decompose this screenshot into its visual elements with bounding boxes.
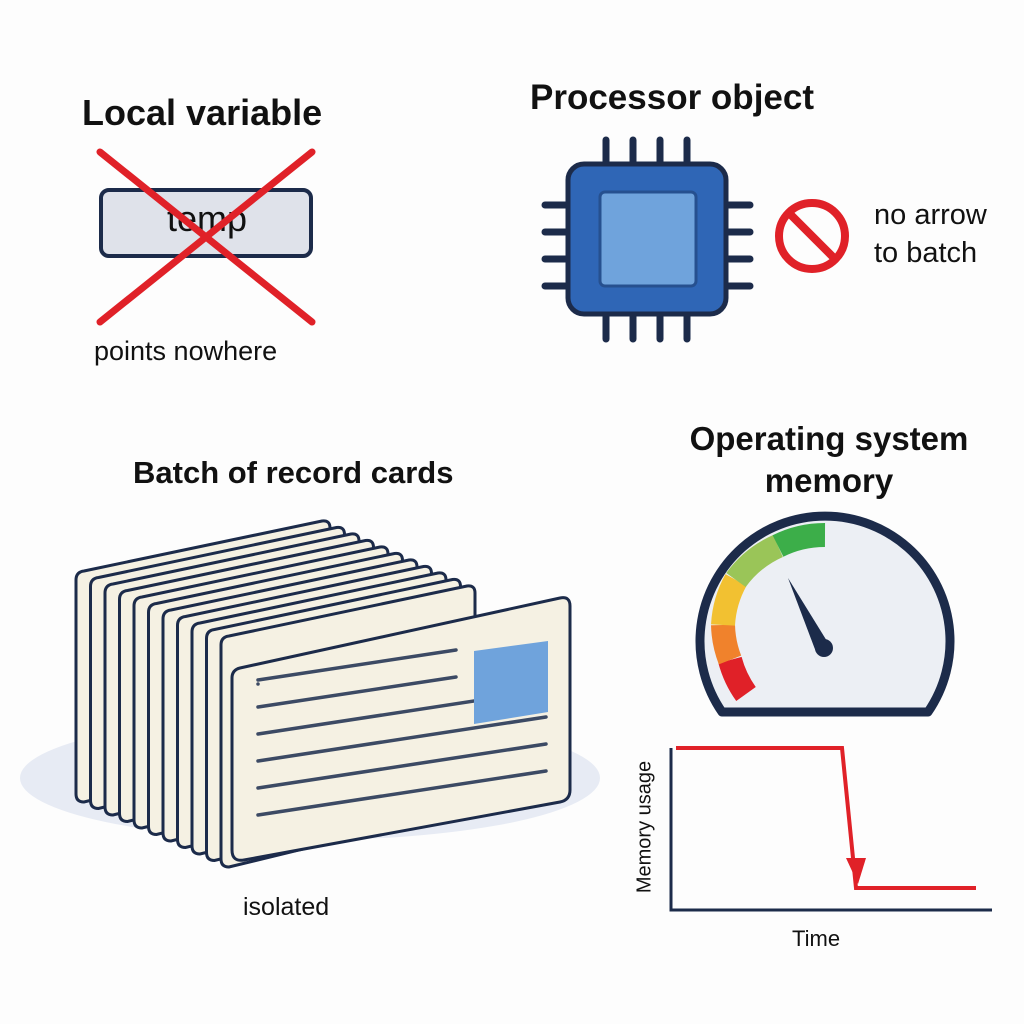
card-stack-icon — [20, 519, 600, 869]
gauge-icon — [695, 511, 955, 717]
batch-caption: isolated — [243, 893, 330, 921]
no-entry-icon — [775, 199, 849, 273]
processor-object-title: Processor object — [530, 78, 814, 117]
batch-title: Batch of record cards — [133, 455, 454, 490]
local-variable-caption: points nowhere — [94, 336, 278, 366]
memory-drop-arrowhead — [846, 858, 866, 884]
memory-usage-line — [676, 746, 976, 890]
os-memory-title-line1: Operating system — [689, 420, 969, 457]
memory-usage-plot — [669, 746, 992, 912]
os-memory-title: Operating system memory — [688, 418, 970, 502]
front-record-card-details — [256, 641, 548, 817]
cross-out-icon — [96, 148, 316, 326]
no-arrow-note-line2: to batch — [874, 237, 978, 269]
no-arrow-note: no arrow to batch — [874, 196, 987, 272]
no-arrow-note-line1: no arrow — [874, 199, 987, 231]
temp-variable-box — [99, 188, 313, 258]
local-variable-title: Local variable — [82, 92, 323, 133]
cpu-chip-icon — [541, 136, 754, 343]
os-memory-title-line2: memory — [764, 462, 894, 499]
plot-x-axis-label: Time — [792, 926, 841, 951]
